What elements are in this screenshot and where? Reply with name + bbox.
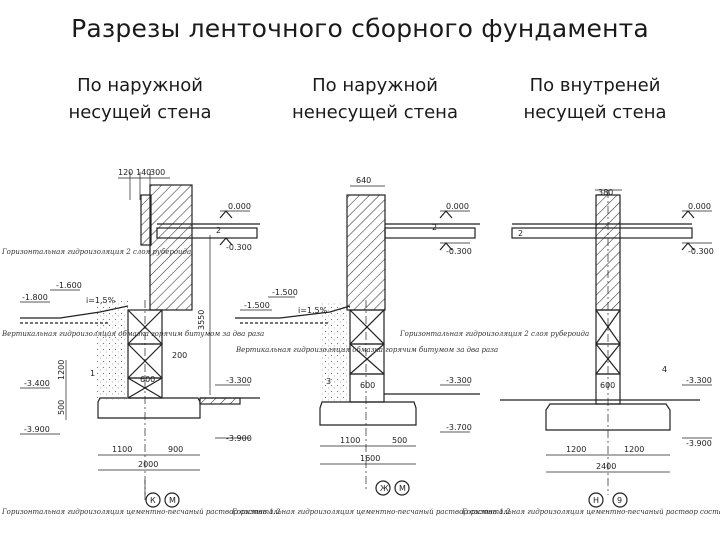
svg-text:380: 380 xyxy=(598,188,613,197)
floor-slab xyxy=(156,227,258,239)
brick-wall xyxy=(149,184,193,311)
section-inner-bearing-wall xyxy=(500,189,712,508)
svg-text:2: 2 xyxy=(518,229,523,238)
svg-text:Ж: Ж xyxy=(380,484,389,493)
svg-text:500: 500 xyxy=(392,436,407,445)
svg-text:-0.300: -0.300 xyxy=(446,247,472,256)
svg-text:1200: 1200 xyxy=(566,445,586,454)
svg-text:Н: Н xyxy=(593,496,599,505)
svg-text:1100: 1100 xyxy=(340,436,360,445)
section-outer-nonbearing-wall xyxy=(235,185,480,496)
svg-text:-3.700: -3.700 xyxy=(446,423,472,432)
svg-text:1200: 1200 xyxy=(624,445,644,454)
page-title: Разрезы ленточного сборного фундамента xyxy=(71,14,649,43)
svg-text:-3.300: -3.300 xyxy=(226,376,252,385)
svg-text:500: 500 xyxy=(57,400,66,415)
svg-text:Горизонтальная гидроизоляция ц: Горизонтальная гидроизоляция цементно-пе… xyxy=(1,508,281,516)
svg-text:600: 600 xyxy=(360,381,375,390)
svg-text:-1.500: -1.500 xyxy=(272,288,298,297)
svg-text:i=1,5%: i=1,5% xyxy=(298,306,328,315)
wall-facing xyxy=(140,194,152,246)
svg-text:Горизонтальная гидроизоляция ц: Горизонтальная гидроизоляция цементно-пе… xyxy=(461,508,720,516)
svg-text:1100: 1100 xyxy=(112,445,132,454)
section-3-labels: 380 0.000 -0.300 -3.300 -3.900 600 1200 … xyxy=(461,188,720,516)
svg-text:640: 640 xyxy=(356,176,371,185)
svg-text:1600: 1600 xyxy=(360,454,380,463)
floor-slab xyxy=(384,227,476,239)
svg-text:-1.800: -1.800 xyxy=(22,293,48,302)
svg-text:600: 600 xyxy=(600,381,615,390)
svg-text:М: М xyxy=(169,496,176,505)
brick-wall xyxy=(346,194,386,311)
svg-text:-3.300: -3.300 xyxy=(446,376,472,385)
svg-text:-0.300: -0.300 xyxy=(226,243,252,252)
svg-text:0.000: 0.000 xyxy=(446,202,469,211)
svg-text:Горизонтальная гидроизоляция ц: Горизонтальная гидроизоляция цементно-пе… xyxy=(231,508,511,516)
svg-text:Горизонтальная гидроизоляция 2: Горизонтальная гидроизоляция 2 слоя рубе… xyxy=(1,248,191,256)
svg-text:-0.300: -0.300 xyxy=(688,247,714,256)
svg-text:К: К xyxy=(150,496,156,505)
svg-text:М: М xyxy=(399,484,406,493)
svg-text:-1.600: -1.600 xyxy=(56,281,82,290)
section-2-labels: 640 0.000 -0.300 -1.500 -1.500 -3.300 -3… xyxy=(231,176,589,516)
svg-text:2000: 2000 xyxy=(138,460,158,469)
section-outer-bearing-wall xyxy=(20,172,260,508)
svg-text:1: 1 xyxy=(90,369,95,378)
svg-text:2400: 2400 xyxy=(596,462,616,471)
svg-text:600: 600 xyxy=(140,375,155,384)
svg-text:Вертикальная гидроизоляция обм: Вертикальная гидроизоляция обмазка горяч… xyxy=(235,346,498,354)
footing-pad xyxy=(97,397,201,419)
svg-text:0.000: 0.000 xyxy=(228,202,251,211)
svg-text:Вертикальная гидроизоляция обм: Вертикальная гидроизоляция обмазка горяч… xyxy=(1,330,264,338)
svg-text:4: 4 xyxy=(662,365,667,374)
column-heading-outer-bearing: По наружной несущей стена xyxy=(68,75,212,123)
svg-text:140: 140 xyxy=(136,168,151,177)
svg-text:-1.500: -1.500 xyxy=(244,301,270,310)
svg-text:900: 900 xyxy=(168,445,183,454)
svg-text:-3.400: -3.400 xyxy=(24,379,50,388)
svg-text:200: 200 xyxy=(172,351,187,360)
svg-text:300: 300 xyxy=(150,168,165,177)
svg-text:-3.300: -3.300 xyxy=(686,376,712,385)
svg-text:i=1,5%: i=1,5% xyxy=(86,296,116,305)
svg-text:Горизонтальная гидроизоляция 2: Горизонтальная гидроизоляция 2 слоя рубе… xyxy=(399,330,589,338)
column-heading-outer-nonbearing: По наружной ненесущей стена xyxy=(292,75,458,123)
svg-text:2: 2 xyxy=(432,223,437,232)
section-1-labels: 120 140 300 0.000 -0.300 -1.600 -1.800 -… xyxy=(1,168,281,516)
footing-pad xyxy=(319,401,417,426)
svg-text:3: 3 xyxy=(326,377,331,386)
svg-text:3550: 3550 xyxy=(197,310,206,330)
svg-text:-3.900: -3.900 xyxy=(226,434,252,443)
svg-text:-3.900: -3.900 xyxy=(686,439,712,448)
svg-text:9: 9 xyxy=(617,496,622,505)
footing-pad xyxy=(545,403,671,431)
svg-text:120: 120 xyxy=(118,168,133,177)
svg-text:1200: 1200 xyxy=(57,360,66,380)
svg-text:-3.900: -3.900 xyxy=(24,425,50,434)
column-heading-inner-bearing: По внутреней несущей стена xyxy=(523,75,667,123)
floor-slab xyxy=(511,227,693,239)
svg-text:2: 2 xyxy=(216,226,221,235)
svg-text:0.000: 0.000 xyxy=(688,202,711,211)
